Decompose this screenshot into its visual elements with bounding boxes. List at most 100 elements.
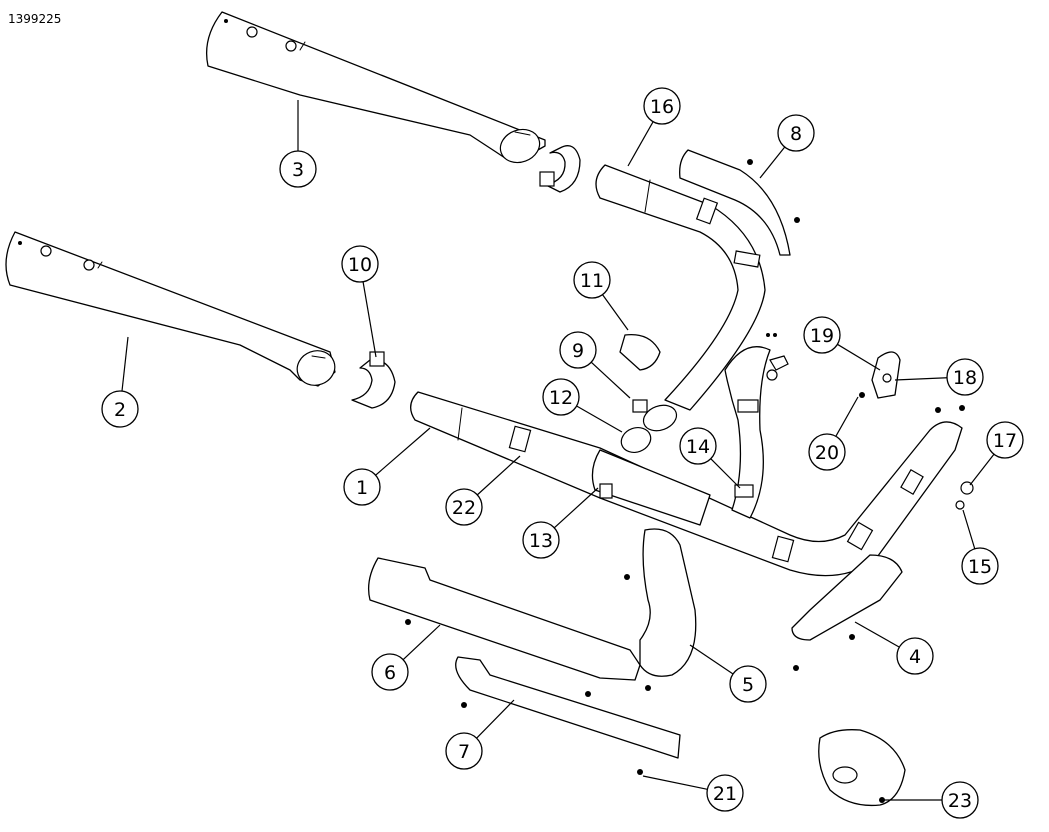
callout-circle [101,390,139,428]
end-cap-23 [818,729,906,807]
front-heat-shield [624,528,697,677]
callout-10: 10 [341,245,379,358]
upper-muffler [205,11,546,164]
callout-circle [777,114,815,152]
callout-number: 16 [650,96,674,118]
callout-number: 15 [968,556,992,578]
callout-number: 7 [458,741,470,763]
front-header-pipe [410,391,963,577]
callout-number: 21 [713,783,737,805]
callout-leader-line [837,343,881,371]
callout-11: 11 [573,261,629,331]
callout-leader-line [759,146,786,179]
callout-leader-line [642,775,708,790]
callout-circle [522,521,560,559]
callout-20: 20 [808,396,859,471]
callout-3: 3 [279,100,317,188]
callout-number: 20 [815,442,839,464]
callout-17: 17 [969,421,1024,486]
callout-number: 1 [356,477,368,499]
callout-21: 21 [642,774,744,812]
callout-leader-line [969,453,995,486]
lower-clamp [351,351,396,409]
callout-circle [808,433,846,471]
callout-circle [706,774,744,812]
callout-2: 2 [101,336,139,428]
callout-13: 13 [522,487,599,559]
callout-number: 11 [580,270,604,292]
callout-16: 16 [627,87,681,167]
callout-12: 12 [542,378,623,433]
callout-9: 9 [559,331,631,399]
callout-circle [371,653,409,691]
callout-number: 10 [348,254,372,276]
callout-leader-line [476,455,521,496]
callout-leader-line [576,405,623,433]
callout-number: 23 [948,790,972,812]
callout-4: 4 [854,621,934,675]
callout-circle [941,781,979,819]
callout-circle [445,732,483,770]
callout-1: 1 [343,427,431,506]
callout-number: 3 [292,159,304,181]
callout-leader-line [590,361,631,399]
lower-muffler [5,231,336,387]
callout-number: 8 [790,123,802,145]
callout-circle [341,245,379,283]
callout-circle [343,468,381,506]
callout-circle [961,547,999,585]
callout-leader-line [689,644,734,675]
callout-circle [643,87,681,125]
callout-leader-line [962,509,976,549]
callout-circle [445,488,483,526]
callout-23: 23 [882,781,979,819]
callout-leader-line [894,377,948,381]
callout-leader-line [627,121,654,167]
callout-circle [542,378,580,416]
callout-circle [896,637,934,675]
document-id: 1399225 [8,12,62,26]
callout-22: 22 [445,455,521,526]
callout-leader-line [375,427,431,476]
callout-18: 18 [894,358,984,396]
callout-7: 7 [445,699,515,770]
callout-circle [573,261,611,299]
callout-number: 4 [909,646,921,668]
callout-leader-line [835,396,859,437]
rear-heat-shield-4 [791,554,903,671]
callout-number: 5 [742,674,754,696]
callout-number: 17 [993,430,1017,452]
lower-heat-shield-7 [455,656,681,775]
callout-5: 5 [689,644,767,703]
callout-circle [803,316,841,354]
callout-15: 15 [961,509,999,585]
callout-circle [279,150,317,188]
lower-heat-shield-6 [367,557,651,691]
callout-number: 9 [572,340,584,362]
callout-number: 6 [384,662,396,684]
callout-number: 12 [549,387,573,409]
bracket-18 [859,351,901,399]
callout-circle [729,665,767,703]
front-riser-14 [724,333,789,519]
callout-number: 13 [529,530,553,552]
callout-8: 8 [759,114,815,179]
clamp-11 [619,333,661,371]
callout-circle [559,331,597,369]
callout-6: 6 [371,624,441,691]
callout-circle [946,358,984,396]
callout-circle [986,421,1024,459]
callout-circle [679,427,717,465]
callout-number: 18 [953,367,977,389]
callout-number: 2 [114,399,126,421]
connector-12 [620,399,678,453]
rear-header-pipe [595,164,766,411]
callout-leader-line [854,621,900,648]
callout-leader-line [476,699,515,739]
callout-leader-line [121,336,129,392]
callout-number: 14 [686,436,710,458]
upper-clamp [539,145,581,193]
crossover-13 [591,449,711,526]
